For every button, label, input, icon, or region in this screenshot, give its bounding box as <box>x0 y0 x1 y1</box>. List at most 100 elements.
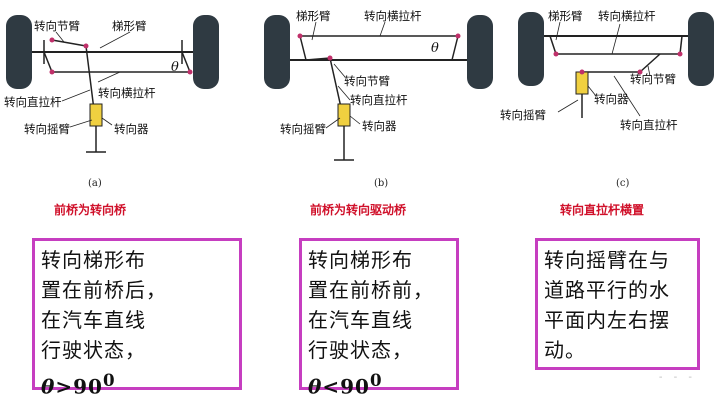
panel-b-theta: θ <box>431 41 439 56</box>
panel-c-label-leader <box>557 99 579 113</box>
panel-b-label-leader <box>349 115 361 125</box>
panel-b-caption: 前桥为转向驱动桥 <box>310 202 407 217</box>
panel-c-label-knuckle-arm: 转向节臂 <box>630 72 676 86</box>
panel-b-knuckle-arm-line <box>305 57 331 61</box>
panel-a-label-pitman-arm: 转向摇臂 <box>24 122 70 136</box>
panel-a-drag-link-line <box>85 45 95 111</box>
panel-b-label-pitman-arm: 转向摇臂 <box>280 122 326 136</box>
panel-a-left-trapezoid-arm <box>43 51 53 73</box>
panel-b-sublabel: (b) <box>374 178 388 189</box>
panel-b-box-line: 行驶状态， <box>308 338 413 362</box>
panel-b-description-box: 转向梯形布 置在前桥前， 在汽车直线 行驶状态， θ<900 <box>299 238 459 399</box>
panel-c-steering-gear-shape <box>575 71 589 95</box>
panel-b-drag-link-line <box>329 57 343 113</box>
panel-b-label-leader <box>325 117 341 129</box>
panel-a-description-box: 转向梯形布 置在前桥后， 在汽车直线 行驶状态， θ>900 <box>32 238 242 399</box>
panel-c-label-leader <box>555 21 561 41</box>
panel-b-right-trapezoid-arm <box>451 35 459 61</box>
panel-c-label-trapezoid-arm: 梯形臂 <box>548 9 583 23</box>
panel-b-theta-symbol: θ <box>308 374 323 399</box>
panel-a-box-line: 置在前桥后， <box>41 278 167 302</box>
panel-c-box-line: 平面内左右摆 <box>544 308 670 332</box>
panel-b-label-leader <box>311 21 317 41</box>
panel-c-label-leader <box>611 23 621 55</box>
panel-a-label-leader <box>69 119 93 128</box>
panel-b-box-line: 置在前桥前， <box>308 278 434 302</box>
panel-a-theta-formula: θ>900 <box>41 365 233 402</box>
panel-b-label-knuckle-arm: 转向节臂 <box>344 74 390 88</box>
panel-c-label-drag-link: 转向直拉杆 <box>620 118 678 132</box>
panel-a-drawing: 转向节臂 梯形臂 转向横拉杆 转向直拉杆 转向摇臂 转向器 θ (a) 前桥为转… <box>4 15 219 217</box>
panel-a-label-leader <box>55 31 65 43</box>
panel-c-left-trapezoid-arm <box>549 35 557 55</box>
panel-a-left-wheel <box>6 15 32 89</box>
panel-c-caption: 转向直拉杆横置 <box>560 202 644 217</box>
panel-b-joint <box>327 55 333 61</box>
panel-c-right-wheel <box>688 12 714 86</box>
panel-c-joint <box>553 51 559 57</box>
watermark: - - - <box>658 372 696 383</box>
panel-a-joint <box>187 69 193 75</box>
panel-a-box-line: 转向梯形布 <box>41 248 146 272</box>
panel-a-label-tie-rod: 转向横拉杆 <box>98 86 156 100</box>
panel-c-joint <box>637 69 643 75</box>
panel-b-degree-superscript: 0 <box>369 370 383 390</box>
panel-c-box-line: 道路平行的水 <box>544 278 670 302</box>
panel-c-label-gear: 转向器 <box>594 92 629 106</box>
panel-a-knuckle-arm-line <box>51 39 87 47</box>
panel-c-knuckle-arm-line <box>639 53 661 73</box>
panel-a-label-leader <box>101 117 113 126</box>
panel-b-label-leader <box>379 21 386 37</box>
panel-b-theta-formula: θ<900 <box>308 365 450 402</box>
panel-a-theta-symbol: θ <box>41 374 56 399</box>
panel-a-label-knuckle-arm: 转向节臂 <box>34 19 80 33</box>
panel-a-theta: θ <box>171 60 179 75</box>
panel-c-label-leader <box>587 85 597 97</box>
panel-b-drawing: 梯形臂 转向横拉杆 θ 转向节臂 转向直拉杆 转向摇臂 转向器 (b) 前桥为转… <box>264 9 493 217</box>
panel-b-label-leader <box>337 85 351 101</box>
panel-a-steering-gear-shape <box>89 103 103 127</box>
panel-b-box-line: 转向梯形布 <box>308 248 413 272</box>
panel-a-joint <box>49 37 55 43</box>
panel-a-label-leader <box>97 71 121 83</box>
panel-b-box-line: 在汽车直线 <box>308 308 413 332</box>
panel-a-sublabel: (a) <box>88 178 102 189</box>
panel-c-label-leader <box>647 65 651 77</box>
panel-b-label-leader <box>333 63 346 78</box>
panel-c-label-leader <box>613 75 641 117</box>
panel-c-sublabel: (c) <box>616 178 630 189</box>
panel-b-left-wheel <box>264 15 290 89</box>
panel-c-joint <box>579 69 585 75</box>
panel-a-label-drag-link: 转向直拉杆 <box>4 95 62 109</box>
panel-c-right-trapezoid-arm <box>679 35 683 55</box>
panel-a-label-trapezoid-arm: 梯形臂 <box>112 19 147 33</box>
panel-a-box-line: 在汽车直线 <box>41 308 146 332</box>
panel-a-label-leader <box>99 31 131 49</box>
panel-c-joint <box>677 51 683 57</box>
panel-b-left-trapezoid-arm <box>299 35 307 61</box>
panel-a-joint <box>83 43 89 49</box>
panel-c-label-pitman-arm: 转向摇臂 <box>500 108 546 122</box>
panel-b-label-trapezoid-arm: 梯形臂 <box>296 9 331 23</box>
panel-b-label-gear: 转向器 <box>362 119 397 133</box>
panel-a-joint <box>49 69 55 75</box>
panel-a-right-wheel <box>193 15 219 89</box>
panel-b-label-drag-link: 转向直拉杆 <box>350 93 408 107</box>
panel-a-box-line: 行驶状态， <box>41 338 146 362</box>
panel-a-degree-superscript: 0 <box>102 370 116 390</box>
panel-a-label-gear: 转向器 <box>114 122 149 136</box>
panel-b-joint <box>297 33 303 39</box>
panel-b-right-wheel <box>467 15 493 89</box>
panel-c-box-line: 动。 <box>544 338 586 362</box>
panel-a-theta-relation: >90 <box>55 374 103 399</box>
panel-c-box-line: 转向摇臂在与 <box>544 248 670 272</box>
panel-a-label-leader <box>61 89 91 102</box>
panel-a-caption: 前桥为转向桥 <box>54 202 127 217</box>
panel-c-description-box: 转向摇臂在与 道路平行的水 平面内左右摆 动。 <box>535 238 700 370</box>
panel-c-left-wheel <box>518 12 544 86</box>
panel-a-right-trapezoid-arm <box>181 51 191 73</box>
panel-b-theta-relation: <90 <box>322 374 370 399</box>
panel-b-joint <box>455 33 461 39</box>
panel-b-label-tie-rod: 转向横拉杆 <box>364 9 422 23</box>
